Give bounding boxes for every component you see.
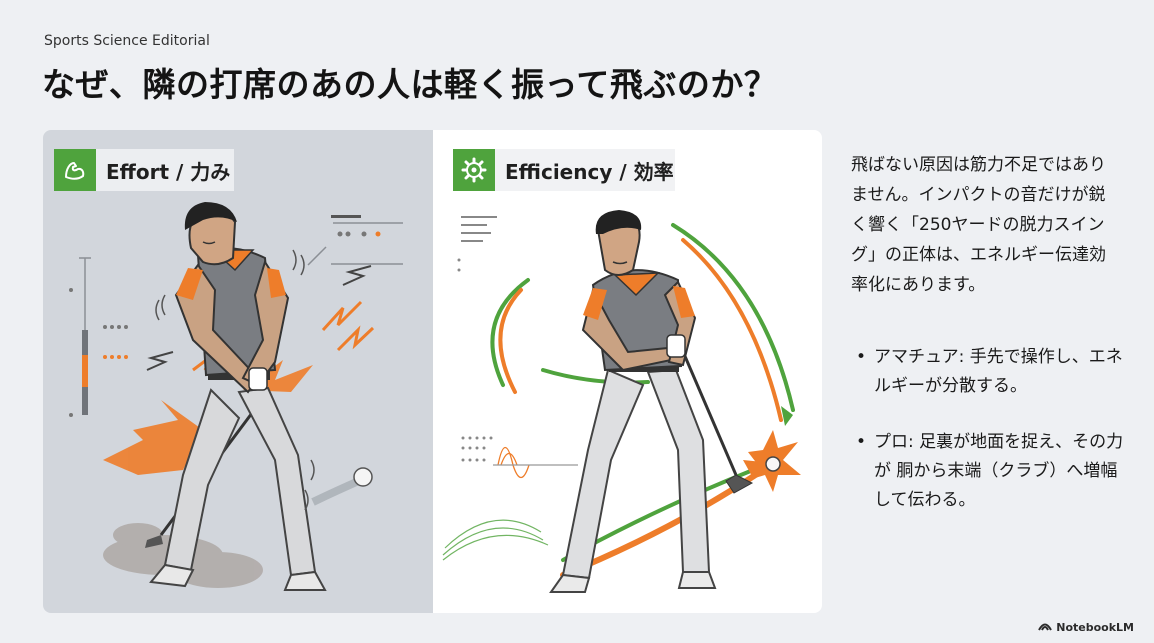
bullet-pro-text: プロ: 足裏が地面を捉え、その力が 胴から末端（クラブ）へ増幅して伝わる。 (874, 432, 1124, 510)
effort-golfer-illustration (69, 202, 403, 591)
page-title: なぜ、隣の打席のあの人は軽く振って飛ぶのか？ (42, 65, 778, 104)
kicker: Sports Science Editorial (44, 33, 210, 49)
effort-panel: Effort / 力み (43, 130, 433, 613)
efficiency-panel: Efficiency / 効率 (433, 130, 822, 613)
effort-label: Effort / 力み (106, 159, 231, 184)
intro-paragraph: 飛ばない原因は筋力不足ではありません。インパクトの音だけが鋭く響く「250ヤード… (851, 155, 1106, 295)
notebook-logo-icon (1038, 621, 1053, 634)
brand-mark: NotebookLM (1038, 621, 1134, 634)
gear-icon (453, 149, 495, 191)
bullet-amateur: • アマチュア: 手先で操作し、エネルギーが分散する。 (856, 343, 1126, 401)
effort-label-tag: Effort / 力み (54, 149, 234, 191)
bullet-pro: • プロ: 足裏が地面を捉え、その力が 胴から末端（クラブ）へ増幅して伝わる。 (856, 428, 1126, 515)
flexed-arm-icon (54, 149, 96, 191)
efficiency-golfer-illustration (442, 210, 801, 593)
bullet-amateur-text: アマチュア: 手先で操作し、エネルギーが分散する。 (874, 347, 1123, 396)
efficiency-label-tag: Efficiency / 効率 (453, 149, 675, 191)
efficiency-label: Efficiency / 効率 (505, 159, 674, 184)
brand-name: NotebookLM (1056, 621, 1134, 634)
